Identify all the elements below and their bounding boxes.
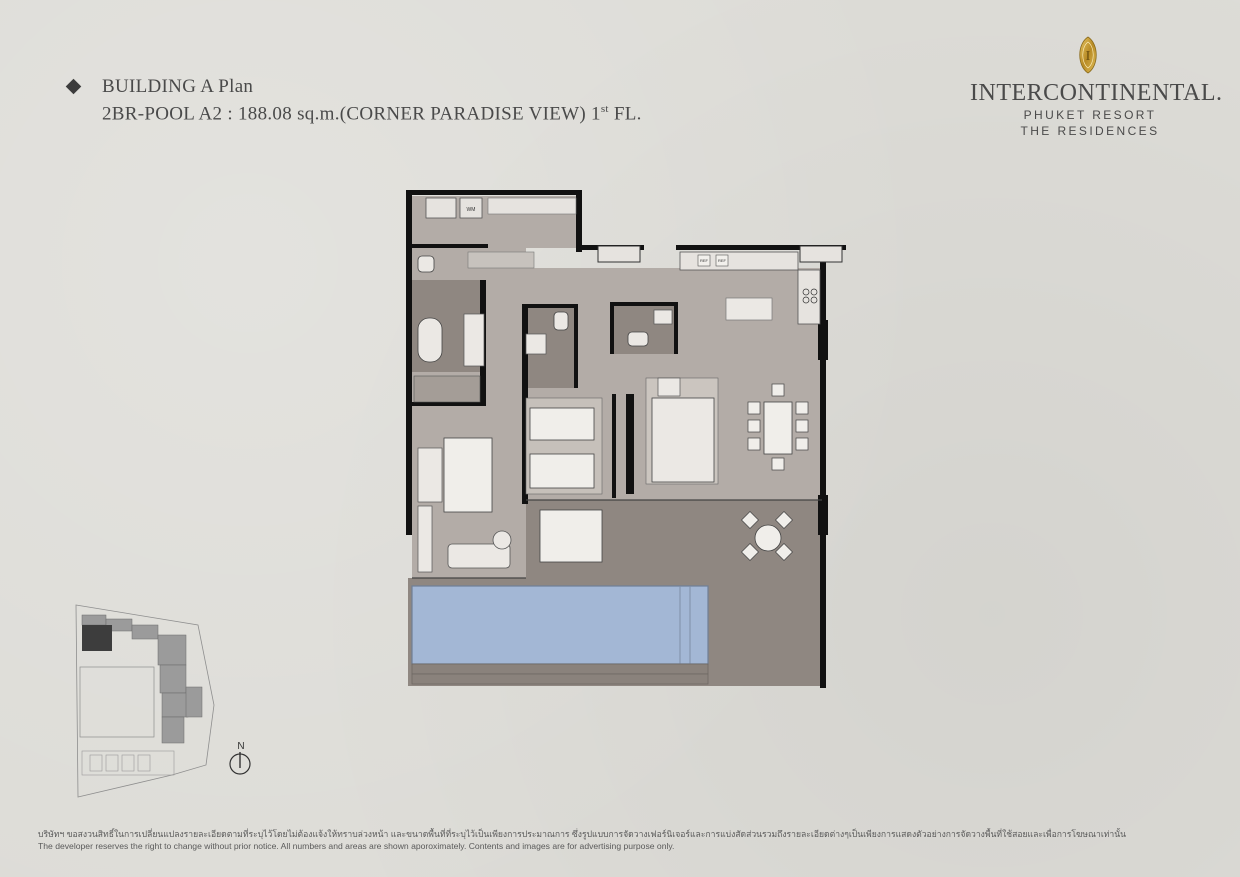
l-shaped-sofa bbox=[651, 397, 715, 483]
guest-wc bbox=[553, 311, 569, 331]
twin-bed bbox=[529, 407, 595, 441]
kitchen-side-counter bbox=[797, 269, 821, 325]
side-table bbox=[492, 530, 512, 550]
master-headboard bbox=[417, 447, 443, 503]
shower bbox=[413, 375, 481, 403]
daybed-sofa bbox=[447, 543, 511, 569]
washing-machine bbox=[459, 197, 483, 219]
bathtub bbox=[417, 317, 443, 363]
dining-chairs bbox=[747, 383, 809, 471]
plan-unit-info: 2BR-POOL A2 : 188.08 sq.m.(CORNER PARADI… bbox=[102, 103, 642, 125]
swimming-pool bbox=[411, 585, 709, 665]
powder-vanity bbox=[653, 309, 673, 325]
ref-label: REF bbox=[700, 258, 709, 263]
hob-burner bbox=[810, 296, 818, 304]
floor-suffix: FL. bbox=[608, 103, 642, 125]
guest-vanity bbox=[525, 333, 547, 355]
site-plot bbox=[79, 666, 155, 738]
master-bed bbox=[443, 437, 493, 513]
intercontinental-badge-icon: I bbox=[1079, 36, 1097, 74]
pool-edge-step bbox=[411, 663, 709, 675]
wardrobe-shelf bbox=[467, 251, 535, 269]
twin-bed bbox=[529, 453, 595, 489]
building-b-block bbox=[81, 750, 175, 776]
pool-edge-step bbox=[411, 673, 709, 685]
ac-ledge bbox=[597, 245, 641, 263]
laundry-sink bbox=[425, 197, 457, 219]
unit-description: 2BR-POOL A2 : 188.08 sq.m.(CORNER PARADI… bbox=[102, 103, 601, 125]
north-compass-icon: N bbox=[229, 741, 251, 775]
highlighted-unit-location bbox=[82, 625, 112, 651]
plan-title: BUILDING A Plan bbox=[102, 76, 254, 97]
floor-superscript: st bbox=[600, 103, 609, 115]
armchair bbox=[657, 377, 681, 397]
hob-burner bbox=[802, 288, 810, 296]
pool-daybed bbox=[539, 509, 603, 563]
powder-wc bbox=[627, 331, 649, 347]
building-a-block bbox=[81, 614, 203, 744]
wm-label: WM bbox=[467, 207, 476, 213]
refrigerator bbox=[715, 254, 729, 267]
brand-subtitle-residences: THE RESIDENCES bbox=[1020, 124, 1160, 138]
master-wc bbox=[417, 255, 435, 273]
refrigerator bbox=[697, 254, 711, 267]
terrace-chairs bbox=[741, 511, 793, 561]
north-label: N bbox=[237, 741, 244, 752]
dining-table bbox=[763, 401, 793, 455]
legal-disclaimer: บริษัทฯ ขอสงวนสิทธิ์ในการเปลี่ยนแปลงรายล… bbox=[38, 828, 1208, 852]
hob-burner bbox=[802, 296, 810, 304]
site-boundary bbox=[75, 604, 215, 798]
disclaimer-english: The developer reserves the right to chan… bbox=[38, 841, 675, 851]
terrace-table bbox=[754, 524, 782, 552]
badge-letter: I bbox=[1086, 49, 1091, 64]
hob-burner bbox=[810, 288, 818, 296]
ref-label: REF bbox=[718, 258, 727, 263]
brand-subtitle-resort: PHUKET RESORT bbox=[1023, 108, 1157, 122]
kitchen-island bbox=[725, 297, 773, 321]
intercontinental-logo: I INTERCONTINENTAL. PHUKET RESORT THE RE… bbox=[970, 36, 1223, 146]
double-vanity bbox=[463, 313, 485, 367]
disclaimer-thai: บริษัทฯ ขอสงวนสิทธิ์ในการเปลี่ยนแปลงรายล… bbox=[38, 829, 1127, 839]
site-key-plan bbox=[75, 604, 215, 798]
ac-ledge bbox=[799, 245, 843, 263]
laundry-counter bbox=[487, 197, 577, 215]
unit-floor-plan: WM REF REF bbox=[406, 190, 846, 688]
brand-name: INTERCONTINENTAL. bbox=[970, 80, 1223, 106]
master-console bbox=[417, 505, 433, 573]
